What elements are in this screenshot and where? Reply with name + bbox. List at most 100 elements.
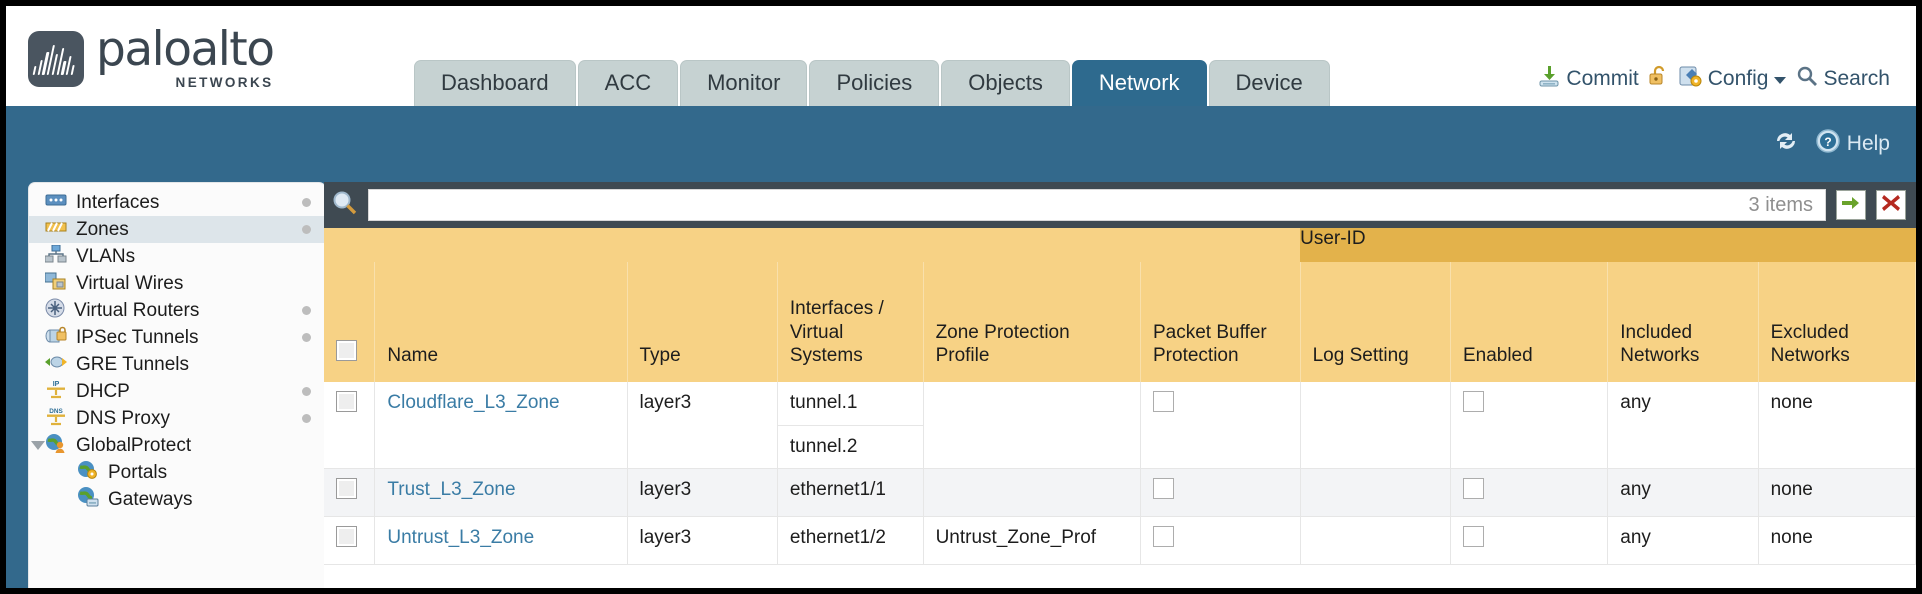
userid-enabled-checkbox[interactable] <box>1462 391 1484 412</box>
col-zone-protection-profile[interactable]: Zone Protection Profile <box>923 262 1142 382</box>
globalprotect-icon <box>45 433 67 459</box>
cell-name: Untrust_L3_Zone <box>374 516 628 565</box>
status-dot <box>302 198 311 207</box>
sidebar-item-portals[interactable]: Portals <box>29 459 325 486</box>
vlans-icon <box>44 244 67 269</box>
col-packet-buffer-protection[interactable]: Packet Buffer Protection <box>1140 262 1301 382</box>
help-link[interactable]: ? Help <box>1815 128 1890 160</box>
clear-filter-button[interactable] <box>1876 190 1906 220</box>
col-type[interactable]: Type <box>627 262 778 382</box>
row-checkbox[interactable] <box>336 526 357 548</box>
search-button[interactable]: Search <box>1796 65 1890 93</box>
userid-enabled-checkbox[interactable] <box>1462 526 1484 548</box>
dns-proxy-icon: DNS <box>45 406 67 432</box>
tab-device[interactable]: Device <box>1208 60 1330 106</box>
commit-button[interactable]: Commit <box>1537 64 1639 94</box>
interface-entry: ethernet1/2 <box>789 527 886 549</box>
row-select-cell <box>324 382 376 470</box>
sidebar-item-vlans[interactable]: VLANs <box>29 243 325 270</box>
col-log-setting[interactable]: Log Setting <box>1300 262 1451 382</box>
sidebar-item-globalprotect[interactable]: GlobalProtect <box>29 432 325 459</box>
tab-acc[interactable]: ACC <box>577 60 679 106</box>
filter-bar: 3 items <box>324 182 1916 228</box>
packet-buffer-protection-checkbox[interactable] <box>1153 478 1174 500</box>
zone-name-link[interactable]: Trust_L3_Zone <box>387 479 516 501</box>
apply-filter-button[interactable] <box>1836 190 1866 220</box>
magnifier-icon[interactable] <box>332 190 358 221</box>
sidebar-item-dhcp[interactable]: IP DHCP <box>29 378 325 405</box>
row-checkbox[interactable] <box>336 478 357 500</box>
wrench-gear-icon <box>1679 64 1703 94</box>
interfaces-icon <box>45 192 67 214</box>
tab-objects[interactable]: Objects <box>941 60 1070 106</box>
expander-triangle-icon[interactable] <box>31 441 45 450</box>
cell-zone-protection-profile <box>923 382 1142 470</box>
packet-buffer-protection-checkbox[interactable] <box>1153 526 1174 548</box>
top-right-actions: Commit Config <box>1537 64 1890 94</box>
sidebar-item-interfaces[interactable]: Interfaces <box>29 189 325 216</box>
sidebar-label: VLANs <box>76 245 136 267</box>
col-name[interactable]: Name <box>374 262 628 382</box>
cell-included-networks: any <box>1607 516 1759 565</box>
status-dot <box>302 225 311 234</box>
tab-dashboard[interactable]: Dashboard <box>414 60 576 106</box>
zones-icon <box>45 219 67 241</box>
row-checkbox[interactable] <box>336 391 357 412</box>
cell-log-setting <box>1300 516 1451 565</box>
refresh-icon[interactable] <box>1773 129 1799 159</box>
table-row[interactable]: Untrust_L3_Zone layer3 ethernet1/2 Untru… <box>324 516 1916 565</box>
sidebar-label: Virtual Routers <box>74 299 200 321</box>
question-circle-icon: ? <box>1815 128 1841 160</box>
sidebar-item-zones[interactable]: Zones <box>29 216 325 243</box>
unlocked-padlock-icon[interactable] <box>1648 64 1670 94</box>
chevron-down-icon <box>1773 67 1787 91</box>
config-menu[interactable]: Config <box>1679 64 1788 94</box>
sidebar-item-virtual-routers[interactable]: Virtual Routers <box>29 297 325 324</box>
column-header-row: Name Type Interfaces / Virtual Systems Z… <box>324 262 1916 382</box>
sidebar-item-dns-proxy[interactable]: DNS DNS Proxy <box>29 405 325 432</box>
select-all-checkbox[interactable] <box>336 340 357 362</box>
sidebar-label: Virtual Wires <box>76 272 184 294</box>
filter-input[interactable]: 3 items <box>368 189 1826 221</box>
col-included-networks[interactable]: Included Networks <box>1607 262 1759 382</box>
interface-entry: tunnel.2 <box>789 435 858 457</box>
col-excluded-networks[interactable]: Excluded Networks <box>1758 262 1916 382</box>
sidebar-item-gateways[interactable]: Gateways <box>29 486 325 513</box>
band-actions: ? Help <box>1773 128 1890 160</box>
virtual-routers-icon <box>45 298 65 324</box>
sidebar-label: GlobalProtect <box>76 434 192 456</box>
zone-name-link[interactable]: Cloudflare_L3_Zone <box>387 392 560 413</box>
dhcp-icon: IP <box>45 379 67 405</box>
sidebar-label: Gateways <box>108 488 193 510</box>
row-select-cell <box>324 516 376 565</box>
group-header-row: User-ID <box>324 228 1916 262</box>
userid-enabled-checkbox[interactable] <box>1462 478 1484 500</box>
svg-text:IP: IP <box>53 381 60 388</box>
cell-userid-enabled <box>1450 516 1609 565</box>
cell-log-setting <box>1300 382 1451 470</box>
zones-table: User-ID Name Type Interfaces / Virtual S… <box>324 228 1916 565</box>
col-interfaces[interactable]: Interfaces / Virtual Systems <box>777 262 924 382</box>
cell-userid-enabled <box>1450 382 1609 470</box>
cell-name: Cloudflare_L3_Zone <box>374 382 628 470</box>
palo-alto-web-interface: paloalto NETWORKS Dashboard ACC Monitor … <box>6 6 1916 588</box>
help-label: Help <box>1846 132 1890 155</box>
packet-buffer-protection-checkbox[interactable] <box>1153 391 1174 412</box>
zone-name-link[interactable]: Untrust_L3_Zone <box>387 527 535 549</box>
sidebar-label: DNS Proxy <box>76 407 170 429</box>
tab-monitor[interactable]: Monitor <box>680 60 808 106</box>
tab-network[interactable]: Network <box>1071 60 1207 106</box>
status-dot <box>302 387 311 396</box>
sidebar-item-virtual-wires[interactable]: Virtual Wires <box>29 270 325 297</box>
main-panel: 3 items <box>324 182 1916 588</box>
table-row[interactable]: Cloudflare_L3_Zone layer3 tunnel.1 tunne… <box>324 382 1916 470</box>
cell-type: layer3 <box>627 468 778 518</box>
ipsec-tunnels-icon <box>45 326 67 350</box>
select-all-header <box>324 262 376 382</box>
table-row[interactable]: Trust_L3_Zone layer3 ethernet1/1 <box>324 468 1916 518</box>
sidebar-item-gre-tunnels[interactable]: GRE Tunnels <box>29 351 325 378</box>
col-userid-enabled[interactable]: Enabled <box>1450 262 1609 382</box>
sidebar-item-ipsec-tunnels[interactable]: IPSec Tunnels <box>29 324 325 351</box>
cell-log-setting <box>1300 468 1451 518</box>
tab-policies[interactable]: Policies <box>809 60 940 106</box>
